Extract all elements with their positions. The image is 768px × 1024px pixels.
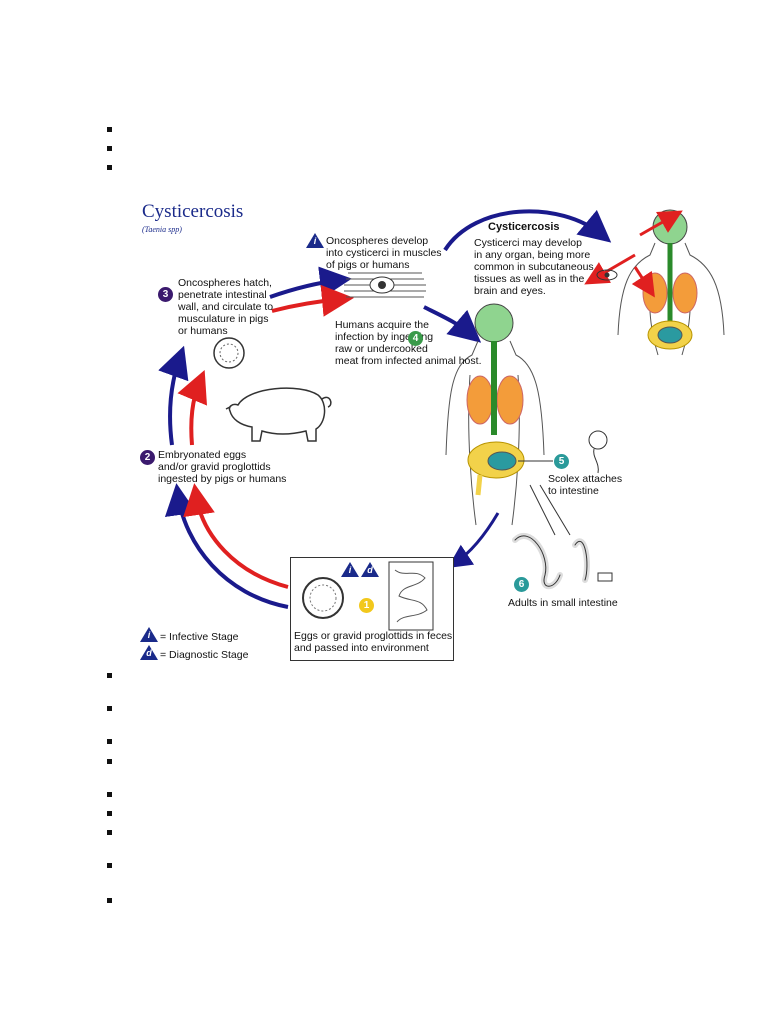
stage-3-text: Oncospheres hatch, penetrate intestinal … (178, 277, 274, 337)
bullet (107, 759, 112, 764)
human-figure-cysticercosis (617, 209, 725, 356)
stage-4-text: Humans acquire the infection by ingestin… (335, 319, 482, 367)
infective-stage-icon: i (306, 233, 324, 248)
bullet (107, 863, 112, 868)
life-cycle-figure: Cysticercosis (Taenia spp) i Oncospheres… (130, 195, 730, 665)
legend-infective-label: = Infective Stage (160, 631, 239, 643)
bullet (107, 830, 112, 835)
arrow-blue-to-cysticercosis (443, 209, 612, 252)
stage-2-text: Embryonated eggs and/or gravid proglotti… (158, 449, 287, 485)
subcutaneous-cyst-drawing (596, 269, 618, 281)
life-cycle-arrows (158, 209, 725, 609)
legend-diagnostic-label: = Diagnostic Stage (160, 649, 249, 661)
stage-1-badge: 1 (359, 598, 374, 613)
diagram-title: Cysticercosis (142, 201, 244, 222)
oncosphere-drawing (213, 337, 245, 369)
stage-5-badge: 5 (554, 454, 569, 469)
arrow-blue-3-to-muscle (269, 266, 352, 299)
legend-diagnostic-icon: d (140, 645, 158, 660)
bullet (107, 811, 112, 816)
stage-6-badge: 6 (514, 577, 529, 592)
legend-infective-icon: i (140, 627, 158, 642)
arrow-blue-2-to-3 (158, 345, 189, 446)
infective-stage-icon: i (341, 562, 359, 577)
bullet (107, 706, 112, 711)
arrow-red-3-to-muscle (271, 284, 354, 317)
arrow-blue-muscle-to-human (423, 305, 482, 343)
diagram-subtitle: (Taenia spp) (142, 225, 182, 234)
stage-3-badge: 3 (158, 287, 173, 302)
bullet (107, 898, 112, 903)
stage-4-badge: 4 (408, 331, 423, 346)
arrow-blue-box-to-2 (164, 483, 289, 609)
scolex-drawing (588, 430, 608, 474)
cysticercosis-heading: Cysticercosis (488, 221, 560, 233)
stage-1-text: Eggs or gravid proglottids in feces and … (294, 630, 453, 654)
bullet (107, 739, 112, 744)
stage-2-badge: 2 (140, 450, 155, 465)
environment-box: i d 1 Eggs or gravid proglottids in fece… (290, 557, 454, 661)
stage-6-text: Adults in small intestine (508, 597, 618, 609)
cysticercosis-text: Cysticerci may develop in any organ, bei… (474, 237, 594, 297)
oncosphere-develop-text: Oncospheres develop into cysticerci in m… (326, 235, 442, 271)
human-figure-main (445, 303, 545, 526)
bullet (107, 127, 112, 132)
arrow-blue-human-to-box (447, 512, 500, 568)
diagnostic-stage-icon: d (361, 562, 379, 577)
adult-worms-drawing (512, 533, 613, 590)
bullet (107, 792, 112, 797)
stage-5-text: Scolex attaches to intestine (548, 473, 623, 497)
bullet (107, 673, 112, 678)
bullet (107, 146, 112, 151)
egg-proglottid-drawing (302, 561, 434, 631)
arrow-red-2-to-3 (177, 369, 207, 446)
arrow-red-box-to-2 (183, 483, 289, 589)
bullet (107, 165, 112, 170)
muscle-tissue-drawing (344, 272, 426, 298)
pig-drawing (225, 387, 332, 442)
